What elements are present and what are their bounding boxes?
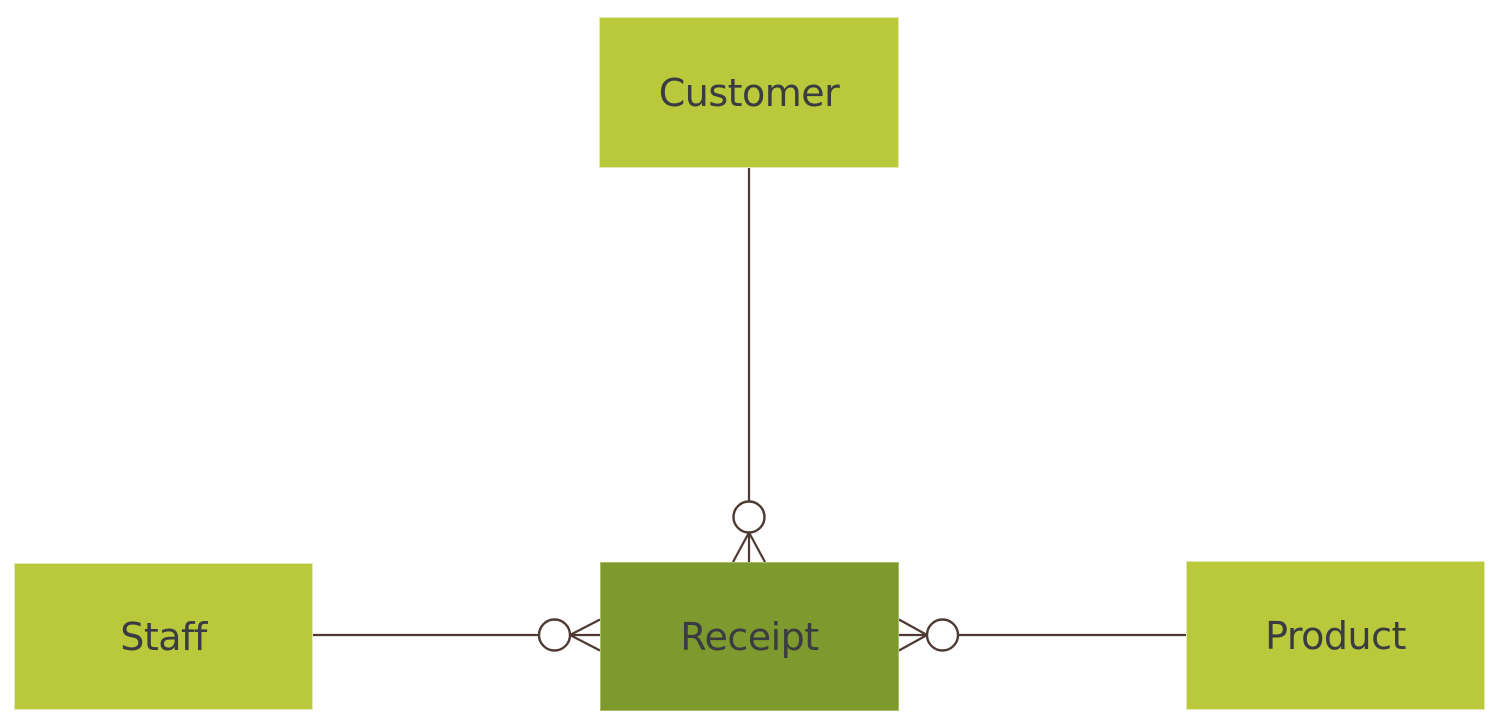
- entity-product-label: Product: [1265, 613, 1406, 658]
- entity-receipt[interactable]: Receipt: [600, 562, 899, 711]
- entity-product[interactable]: Product: [1186, 561, 1485, 710]
- entity-receipt-label: Receipt: [680, 614, 819, 659]
- connector-customer-receipt[interactable]: [732, 168, 766, 563]
- crow-foot-many-icon: [569, 618, 601, 652]
- entity-customer-label: Customer: [658, 70, 840, 115]
- connector-product-receipt[interactable]: [898, 618, 1186, 652]
- entity-staff[interactable]: Staff: [14, 563, 313, 710]
- entity-customer[interactable]: Customer: [599, 17, 899, 168]
- zero-cardinality-circle-icon: [537, 618, 572, 652]
- zero-cardinality-circle-icon: [925, 618, 960, 652]
- zero-cardinality-circle-icon: [732, 500, 766, 534]
- entity-staff-label: Staff: [120, 614, 207, 659]
- crow-foot-many-icon: [732, 531, 766, 563]
- crow-foot-many-icon: [898, 618, 928, 652]
- connector-staff-receipt[interactable]: [313, 618, 601, 652]
